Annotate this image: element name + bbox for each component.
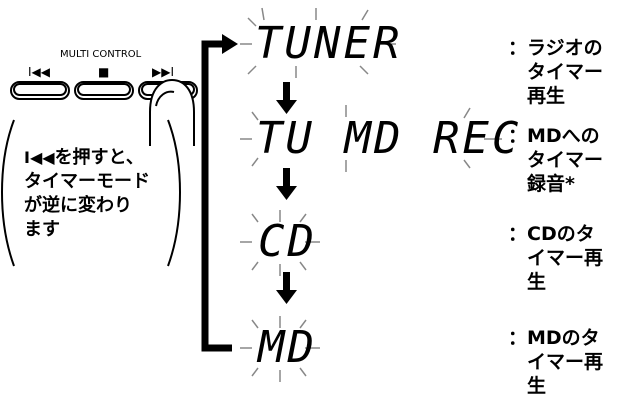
pressing-finger-icon (150, 80, 194, 146)
down-arrow-2 (276, 168, 297, 200)
description-tuner: ：ラジオの タイマー 再生 (508, 36, 603, 108)
description-cd: ：CDのタ イマー再 生 (508, 222, 603, 294)
reverse-order-note: I◀◀を押すと、 タイマーモード が逆に変わり ます (24, 146, 166, 242)
description-tu-md-rec: ：MDへの タイマー 録音* (508, 124, 603, 196)
next-track-icon: ▶▶I (152, 66, 174, 78)
display-md: MD (258, 326, 317, 370)
down-arrow-3 (276, 272, 297, 304)
display-tuner: TUNER (255, 22, 402, 66)
display-tu-md-rec: TU MD REC (256, 117, 521, 161)
note-open-paren (2, 120, 14, 266)
prev-track-button[interactable] (11, 82, 69, 99)
stop-icon: ■ (98, 66, 109, 78)
cycle-loop-arrowhead (222, 34, 238, 54)
stop-button[interactable] (75, 82, 133, 99)
cycle-loop-line (205, 44, 232, 348)
down-arrow-1 (276, 82, 297, 114)
display-cd: CD (258, 220, 317, 264)
multi-control-label: MULTI CONTROL (60, 49, 141, 60)
prev-track-icon: I◀◀ (24, 148, 55, 167)
prev-track-icon: I◀◀ (28, 66, 50, 78)
description-md: ：MDのタ イマー再 生 (508, 326, 603, 398)
